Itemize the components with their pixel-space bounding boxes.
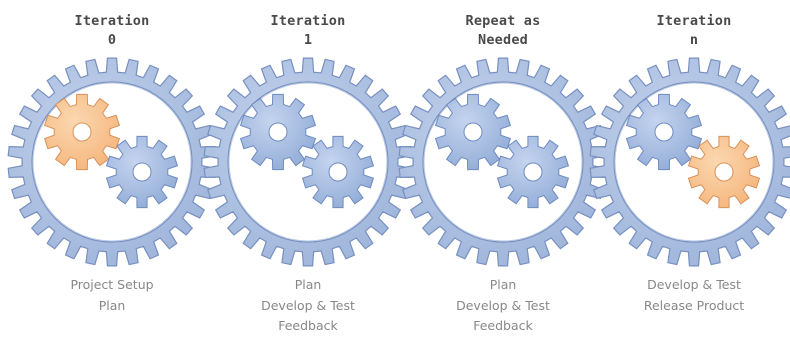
- stage-title-line: Iteration: [270, 13, 346, 29]
- stage-title: Repeat as Needed: [403, 12, 603, 50]
- small-gear-icon: [301, 135, 375, 209]
- highlighted-gear-icon: [687, 135, 761, 209]
- activity-label: Feedback: [278, 318, 338, 333]
- small-gear-icon: [434, 93, 512, 171]
- small-gear-icon: [625, 93, 703, 171]
- activity-label: Feedback: [473, 318, 533, 333]
- stage-title-line: 0: [107, 32, 117, 48]
- stage-title: Iteration 0: [12, 12, 212, 50]
- highlighted-gear-icon: [43, 93, 121, 171]
- stage-title: Iteration 1: [208, 12, 408, 50]
- activity-label: Develop & Test: [261, 297, 355, 313]
- activity-label: Plan: [294, 277, 322, 292]
- big-gear-ring: [203, 57, 413, 267]
- activity-label: Release Product: [643, 297, 745, 313]
- activity-label: Project Setup: [70, 277, 154, 292]
- small-gear-icon: [105, 135, 179, 209]
- big-gear-ring: [398, 57, 608, 267]
- activity-label: Plan: [489, 277, 517, 292]
- stage-title-line: Iteration: [656, 13, 732, 29]
- stage-title-line: Needed: [478, 32, 528, 48]
- stage-title-line: Repeat as: [465, 13, 541, 29]
- activity-label: Plan: [98, 297, 126, 313]
- activity-label: Develop & Test: [647, 277, 741, 292]
- activity-label: Develop & Test: [456, 297, 550, 313]
- stage-title-line: Iteration: [74, 13, 150, 29]
- stage-title: Iteration n: [594, 12, 790, 50]
- stage-title-line: 1: [303, 32, 313, 48]
- small-gear-icon: [239, 93, 317, 171]
- big-gear-ring: [7, 57, 217, 267]
- big-gear-ring: [589, 57, 790, 267]
- stage-title-line: n: [689, 32, 699, 48]
- small-gear-icon: [496, 135, 570, 209]
